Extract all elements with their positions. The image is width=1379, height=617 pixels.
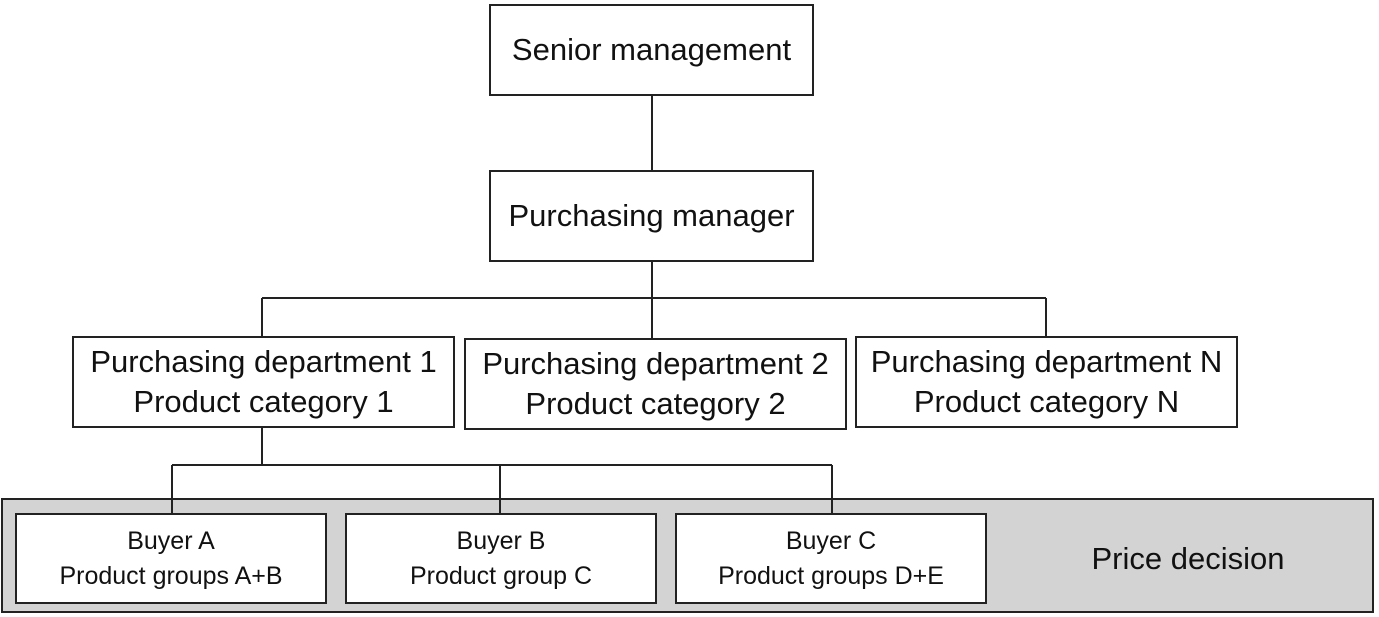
- department-name: Purchasing department 1: [90, 344, 437, 379]
- buyer-box-b: Buyer B Product group C: [345, 513, 657, 604]
- buyer-name: Buyer C: [785, 526, 877, 555]
- department-category: Product category N: [913, 384, 1180, 419]
- buyer-box-c: Buyer C Product groups D+E: [675, 513, 987, 604]
- department-box-2: Purchasing department 2 Product category…: [464, 338, 847, 430]
- department-category: Product category 1: [133, 384, 394, 419]
- buyer-box-a: Buyer A Product groups A+B: [15, 513, 327, 604]
- buyer-name: Buyer B: [456, 526, 546, 555]
- buyer-name: Buyer A: [127, 526, 215, 555]
- purchasing-manager-label: Purchasing manager: [508, 198, 795, 233]
- department-name: Purchasing department 2: [482, 346, 829, 381]
- department-category: Product category 2: [525, 386, 786, 421]
- buyer-product-groups: Product groups A+B: [59, 561, 283, 590]
- senior-management-label: Senior management: [511, 32, 792, 67]
- department-box-n: Purchasing department N Product category…: [855, 336, 1238, 428]
- buyer-product-groups: Product groups D+E: [718, 561, 944, 590]
- department-box-1: Purchasing department 1 Product category…: [72, 336, 455, 428]
- buyer-product-groups: Product group C: [409, 561, 593, 590]
- price-decision-label: Price decision: [1091, 541, 1285, 576]
- department-name: Purchasing department N: [870, 344, 1223, 379]
- senior-management-box: Senior management: [489, 4, 814, 96]
- purchasing-manager-box: Purchasing manager: [489, 170, 814, 262]
